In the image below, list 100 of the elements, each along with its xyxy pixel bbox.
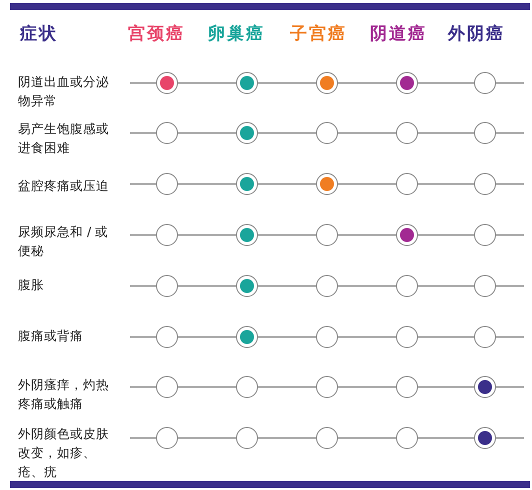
symptom-text: 腹痛或背痛 [18, 327, 84, 345]
filled-circle-marker [236, 173, 258, 195]
empty-circle-marker [474, 224, 496, 246]
connector-line [178, 82, 236, 84]
connector-line [130, 285, 156, 287]
connector-line [418, 234, 474, 236]
connector-line [418, 183, 474, 185]
cancer-header: 子宫癌 [290, 23, 347, 45]
connector-line [178, 132, 236, 134]
empty-circle-marker [396, 326, 418, 348]
empty-circle-marker [316, 275, 338, 297]
connector-line [130, 132, 156, 134]
connector-line [130, 386, 156, 388]
connector-line [178, 437, 236, 439]
connector-line [178, 234, 236, 236]
connector-line [418, 336, 474, 338]
empty-circle-marker [156, 376, 178, 398]
empty-circle-marker [316, 427, 338, 449]
cancer-header: 外阴癌 [448, 23, 505, 45]
connector-line [496, 183, 524, 185]
empty-circle-marker [396, 173, 418, 195]
empty-circle-marker [316, 326, 338, 348]
symptom-text: 易产生饱腹感或进食困难 [18, 120, 110, 157]
connector-line [338, 234, 396, 236]
connector-line [258, 285, 316, 287]
connector-line [130, 234, 156, 236]
connector-line [338, 82, 396, 84]
cancer-header: 宫颈癌 [128, 23, 185, 45]
connector-line [258, 183, 316, 185]
cancer-header: 阴道癌 [370, 23, 427, 45]
connector-line [130, 437, 156, 439]
connector-line [130, 183, 156, 185]
empty-circle-marker [396, 427, 418, 449]
connector-line [418, 132, 474, 134]
connector-line [178, 386, 236, 388]
empty-circle-marker [156, 326, 178, 348]
empty-circle-marker [156, 224, 178, 246]
empty-circle-marker [236, 376, 258, 398]
connector-line [496, 336, 524, 338]
filled-circle-marker [236, 326, 258, 348]
empty-circle-marker [236, 427, 258, 449]
connector-line [258, 234, 316, 236]
symptom-text: 腹胀 [18, 276, 45, 294]
empty-circle-marker [474, 326, 496, 348]
connector-line [496, 437, 524, 439]
empty-circle-marker [474, 72, 496, 94]
empty-circle-marker [316, 376, 338, 398]
connector-line [338, 336, 396, 338]
symptom-text: 外阴瘙痒，灼热疼痛或触痛 [18, 376, 110, 413]
connector-line [178, 183, 236, 185]
filled-circle-marker [396, 224, 418, 246]
filled-circle-marker [236, 224, 258, 246]
empty-circle-marker [396, 275, 418, 297]
connector-line [418, 386, 474, 388]
connector-line [130, 82, 156, 84]
connector-line [496, 82, 524, 84]
filled-circle-marker [236, 72, 258, 94]
connector-line [258, 82, 316, 84]
filled-circle-marker [316, 72, 338, 94]
connector-line [130, 336, 156, 338]
empty-circle-marker [156, 427, 178, 449]
connector-line [338, 386, 396, 388]
filled-circle-marker [156, 72, 178, 94]
empty-circle-marker [156, 122, 178, 144]
connector-line [338, 437, 396, 439]
filled-circle-marker [236, 275, 258, 297]
connector-line [338, 285, 396, 287]
symptom-text: 尿频尿急和 / 或便秘 [18, 223, 110, 260]
symptom-text: 盆腔疼痛或压迫 [18, 177, 110, 195]
connector-line [258, 132, 316, 134]
connector-line [418, 82, 474, 84]
connector-line [496, 234, 524, 236]
connector-line [418, 437, 474, 439]
connector-line [178, 285, 236, 287]
empty-circle-marker [396, 122, 418, 144]
connector-line [258, 336, 316, 338]
connector-line [258, 437, 316, 439]
cancer-header: 卵巢癌 [208, 23, 265, 45]
connector-line [496, 132, 524, 134]
connector-line [496, 285, 524, 287]
connector-line [338, 132, 396, 134]
filled-circle-marker [316, 173, 338, 195]
empty-circle-marker [156, 275, 178, 297]
empty-circle-marker [396, 376, 418, 398]
empty-circle-marker [316, 122, 338, 144]
symptom-text: 外阴颜色或皮肤改变，如疹、疮、疣 [18, 425, 110, 481]
connector-line [258, 386, 316, 388]
filled-circle-marker [396, 72, 418, 94]
empty-circle-marker [474, 275, 496, 297]
connector-line [178, 336, 236, 338]
filled-circle-marker [474, 427, 496, 449]
filled-circle-marker [474, 376, 496, 398]
empty-circle-marker [474, 122, 496, 144]
empty-circle-marker [474, 173, 496, 195]
empty-circle-marker [316, 224, 338, 246]
column-header: 症状 [20, 23, 58, 45]
connector-line [418, 285, 474, 287]
symptom-text: 阴道出血或分泌物异常 [18, 73, 110, 110]
empty-circle-marker [156, 173, 178, 195]
filled-circle-marker [236, 122, 258, 144]
